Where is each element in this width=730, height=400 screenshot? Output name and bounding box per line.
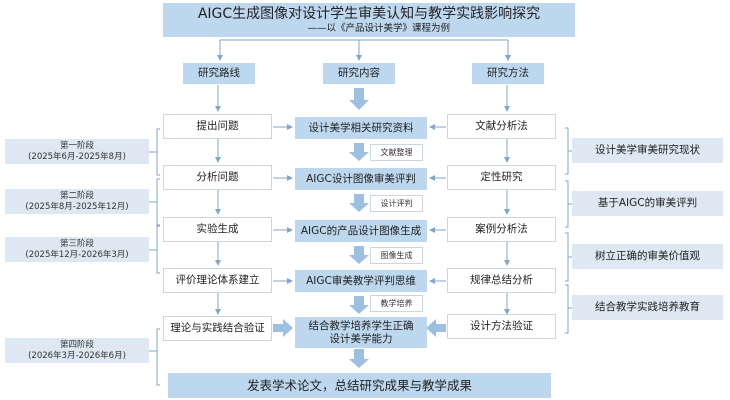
content-label: 文献整理 [370, 144, 423, 161]
phase-name: 第三阶段 [59, 239, 94, 250]
content-label: 教学培养 [370, 295, 423, 312]
phase-name: 第二阶段 [59, 191, 94, 202]
content-step: AIGC设计图像审美评判 [295, 168, 427, 190]
phase-period: (2025年6月-2025年8月) [28, 151, 126, 162]
title-sub: ——以《产品设计美学》课程为例 [307, 22, 450, 34]
column-header-route: 研究路线 [183, 63, 255, 84]
route-step: 分析问题 [163, 165, 272, 190]
content-label: 图像生成 [370, 247, 423, 264]
outcome-box: 结合教学实践培养教育 [572, 295, 723, 320]
phase-2: 第二阶段(2025年8月-2025年12月) [5, 189, 149, 214]
content-step: 设计美学相关研究资料 [295, 117, 427, 139]
content-step: AIGC审美教学评判思维 [295, 270, 427, 292]
phase-1: 第一阶段(2025年6月-2025年8月) [5, 139, 149, 164]
phase-name: 第四阶段 [59, 340, 94, 351]
content-step-final: 结合教学培养学生正确 设计美学能力 [295, 317, 427, 348]
method-step: 案例分析法 [447, 217, 556, 242]
method-step: 规律总结分析 [447, 268, 556, 293]
outcome-box: 树立正确的审美价值观 [572, 244, 723, 269]
column-header-content: 研究内容 [323, 63, 395, 84]
content-step: AIGC的产品设计图像生成 [295, 220, 427, 242]
method-step: 设计方法验证 [447, 314, 556, 339]
outcome-box: 基于AIGC的审美评判 [572, 191, 723, 216]
route-step: 实验生成 [163, 217, 272, 242]
content-step-line1: 结合教学培养学生正确 [308, 319, 414, 332]
route-step: 提出问题 [163, 114, 272, 139]
phase-name: 第一阶段 [59, 141, 94, 152]
method-step: 文献分析法 [447, 114, 556, 139]
content-label: 设计评判 [370, 195, 423, 212]
title-main: AIGC生成图像对设计学生审美认知与教学实践影响探究 [197, 5, 541, 22]
phase-period: (2026年3月-2026年6月) [28, 350, 126, 361]
route-step: 理论与实践结合验证 [163, 316, 272, 341]
content-step-line2: 设计美学能力 [329, 332, 393, 345]
phase-4: 第四阶段(2026年3月-2026年6月) [5, 338, 149, 363]
route-step: 评价理论体系建立 [163, 268, 272, 293]
conclusion-box: 发表学术论文，总结研究成果与教学成果 [168, 373, 551, 398]
phase-period: (2025年12月-2026年3月) [25, 249, 129, 260]
phase-3: 第三阶段(2025年12月-2026年3月) [5, 237, 149, 262]
title-box: AIGC生成图像对设计学生审美认知与教学实践影响探究 ——以《产品设计美学》课程… [163, 3, 575, 37]
column-header-method: 研究方法 [472, 63, 544, 84]
method-step: 定性研究 [447, 165, 556, 190]
phase-period: (2025年8月-2025年12月) [25, 201, 129, 212]
outcome-box: 设计美学审美研究现状 [572, 138, 723, 163]
